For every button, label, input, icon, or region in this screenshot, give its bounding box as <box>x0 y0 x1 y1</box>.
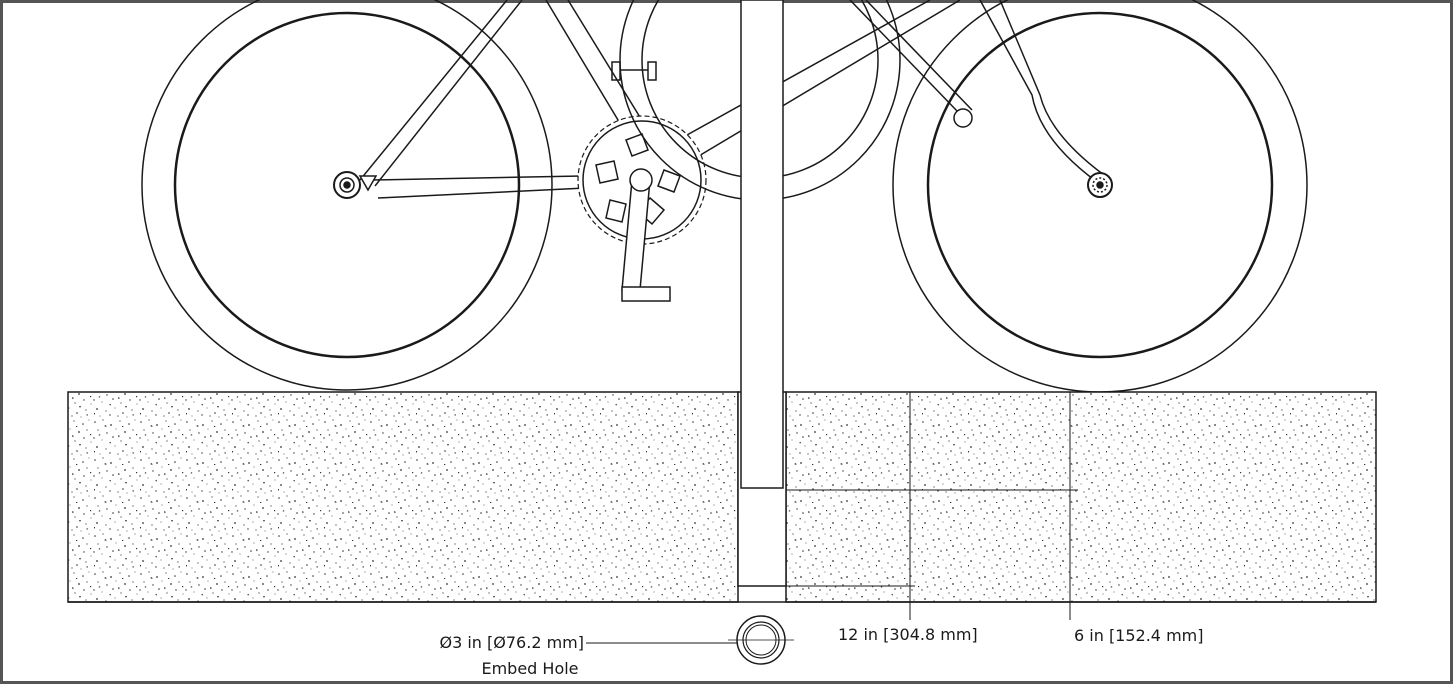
crank-arm <box>621 168 671 302</box>
rack-post <box>737 0 787 587</box>
dimension-lines <box>586 392 1078 644</box>
rear-hub <box>333 171 378 199</box>
embed-hole-symbol <box>728 615 794 665</box>
embed-hole-diameter-label: Ø3 in [Ø76.2 mm] <box>440 633 585 652</box>
bicycle-frame <box>359 0 1105 199</box>
embed-hole-caption: Embed Hole <box>481 659 578 678</box>
rear-wheel <box>141 0 553 391</box>
front-hub <box>1087 172 1113 198</box>
concrete-slab <box>67 391 1377 603</box>
embed-depth-label: 12 in [304.8 mm] <box>838 625 978 644</box>
post-offset-label: 6 in [152.4 mm] <box>1074 626 1203 645</box>
